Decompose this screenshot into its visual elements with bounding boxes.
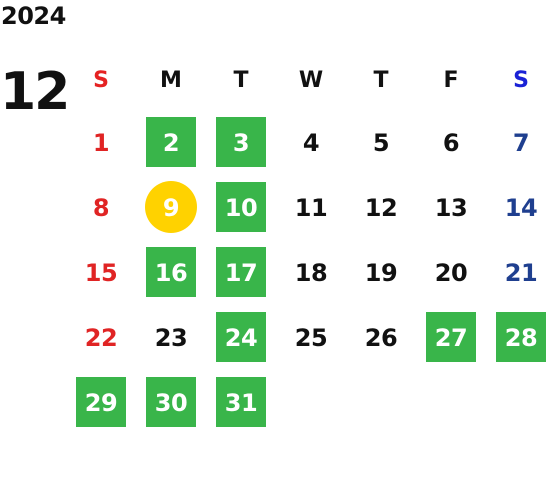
- day-number: 30: [154, 388, 188, 417]
- day-cell-highlighted[interactable]: 3: [206, 110, 276, 175]
- day-number: 31: [224, 388, 258, 417]
- day-cell-today[interactable]: 9: [136, 175, 206, 240]
- day-cell-highlighted[interactable]: 10: [206, 175, 276, 240]
- day-number: 4: [302, 128, 320, 157]
- day-cell[interactable]: 19: [346, 240, 416, 305]
- day-cell[interactable]: 26: [346, 305, 416, 370]
- day-number: 20: [434, 258, 468, 287]
- day-number: 3: [232, 128, 250, 157]
- day-number: 1: [92, 128, 110, 157]
- day-cell-highlighted[interactable]: 31: [206, 370, 276, 435]
- weekday-header: F: [443, 67, 459, 93]
- day-number: 10: [224, 193, 258, 222]
- day-number: 29: [84, 388, 118, 417]
- day-number: 22: [84, 323, 118, 352]
- day-cell[interactable]: 21: [486, 240, 548, 305]
- day-number: 18: [294, 258, 328, 287]
- weekday-header: T: [233, 67, 249, 93]
- day-cell-highlighted[interactable]: 24: [206, 305, 276, 370]
- weekday-header: M: [160, 67, 182, 93]
- day-cell-highlighted[interactable]: 29: [66, 370, 136, 435]
- day-cell[interactable]: 13: [416, 175, 486, 240]
- day-number: 13: [434, 193, 468, 222]
- day-cell-highlighted[interactable]: 17: [206, 240, 276, 305]
- day-number: 19: [364, 258, 398, 287]
- day-number: 11: [294, 193, 328, 222]
- day-cell[interactable]: 15: [66, 240, 136, 305]
- calendar-month: 12: [0, 62, 70, 122]
- day-cell[interactable]: 6: [416, 110, 486, 175]
- day-cell-highlighted[interactable]: 30: [136, 370, 206, 435]
- day-number: 24: [224, 323, 258, 352]
- day-number: 26: [364, 323, 398, 352]
- day-cell[interactable]: 5: [346, 110, 416, 175]
- day-cell-highlighted[interactable]: 28: [486, 305, 548, 370]
- day-number: 21: [504, 258, 538, 287]
- day-cell[interactable]: 22: [66, 305, 136, 370]
- day-cell[interactable]: 14: [486, 175, 548, 240]
- day-number: 15: [84, 258, 118, 287]
- weekday-header: W: [298, 67, 324, 93]
- day-cell-highlighted[interactable]: 16: [136, 240, 206, 305]
- day-number: 5: [372, 128, 390, 157]
- day-cell[interactable]: 18: [276, 240, 346, 305]
- day-number: 28: [504, 323, 538, 352]
- day-cell[interactable]: 23: [136, 305, 206, 370]
- day-cell[interactable]: 20: [416, 240, 486, 305]
- day-number: 2: [162, 128, 180, 157]
- day-cell[interactable]: 8: [66, 175, 136, 240]
- day-cell[interactable]: 11: [276, 175, 346, 240]
- day-number: 27: [434, 323, 468, 352]
- day-cell-highlighted[interactable]: 27: [416, 305, 486, 370]
- day-number: 16: [154, 258, 188, 287]
- day-number: 8: [92, 193, 110, 222]
- calendar-year: 2024: [1, 2, 66, 30]
- weekday-header: S: [513, 67, 529, 93]
- day-number: 25: [294, 323, 328, 352]
- day-number: 9: [162, 193, 180, 222]
- day-number: 14: [504, 193, 538, 222]
- day-cell[interactable]: 4: [276, 110, 346, 175]
- day-cell[interactable]: 7: [486, 110, 548, 175]
- day-number: 7: [512, 128, 530, 157]
- day-cell[interactable]: 1: [66, 110, 136, 175]
- day-cell[interactable]: 25: [276, 305, 346, 370]
- day-cell-highlighted[interactable]: 2: [136, 110, 206, 175]
- day-cell[interactable]: 12: [346, 175, 416, 240]
- weekday-header: S: [93, 67, 109, 93]
- day-number: 23: [154, 323, 188, 352]
- day-number: 12: [364, 193, 398, 222]
- day-number: 17: [224, 258, 258, 287]
- weekday-header: T: [373, 67, 389, 93]
- day-number: 6: [442, 128, 460, 157]
